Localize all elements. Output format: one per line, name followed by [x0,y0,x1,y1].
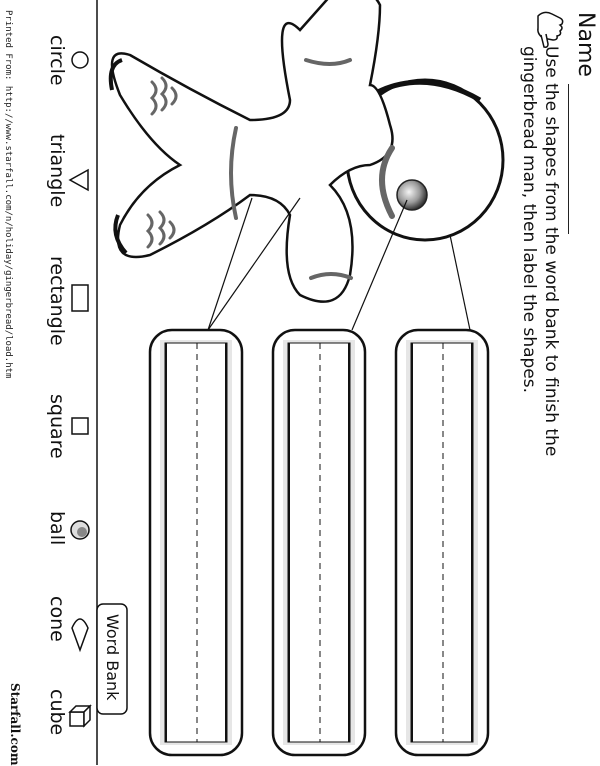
top-frosting [304,58,352,66]
pointing-hand-icon [537,11,564,48]
word-rectangle: rectangle [46,256,68,346]
printed-from-url: Printed From: http://www.starfall.com/n/… [3,10,13,379]
instructions-line-2: gingerbread man, then label the shapes. [519,46,539,394]
face-smile [379,145,395,219]
rectangle-icon [71,284,89,312]
bottom-frosting [309,272,353,280]
body-outline [110,0,394,303]
cone-icon [71,618,89,653]
instructions-line-1: Use the shapes from the word bank to fin… [541,46,561,457]
answer-box-1[interactable] [148,328,244,757]
word-bank-icons [68,51,92,728]
square-icon [71,417,89,435]
word-circle: circle [46,35,68,86]
triangle-icon [68,168,89,192]
decorations [145,58,395,280]
answer-box-2[interactable] [271,328,367,757]
word-cone: cone [46,596,68,642]
circle-icon [71,51,89,69]
starfall-brand: Starfall.com [8,683,22,766]
word-bank-tab [96,603,128,715]
word-cube: cube [46,689,68,736]
word-ball: ball [46,511,68,546]
cube-icon [68,704,92,728]
gingerbread-man [108,0,505,303]
ball-eye [396,179,428,211]
word-triangle: triangle [46,134,68,208]
word-bank-title: Word Bank [103,614,122,701]
left-body-stripe [229,126,238,220]
answer-box-3[interactable] [394,328,490,757]
pointer-lines [207,197,471,331]
word-square: square [46,394,68,459]
name-line[interactable] [568,84,569,234]
